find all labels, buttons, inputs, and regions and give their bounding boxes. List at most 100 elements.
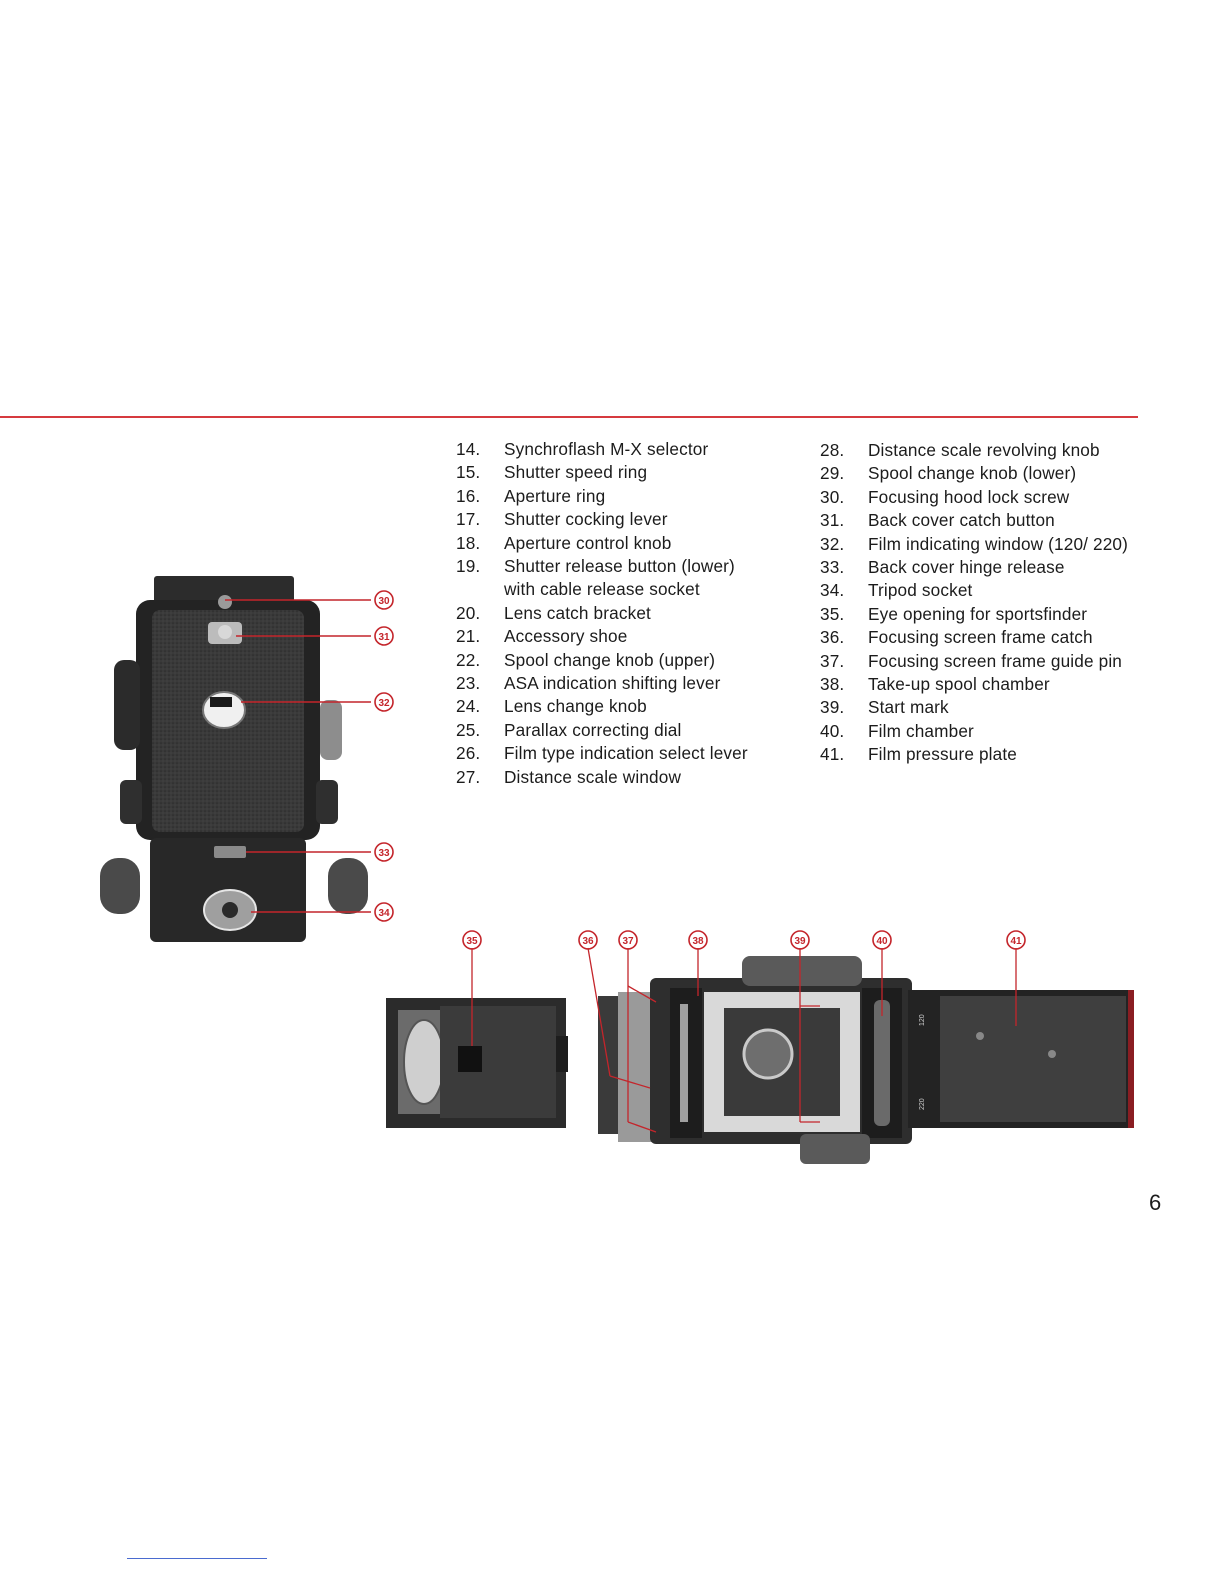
callout-36: 36 [582,936,594,947]
legend-text: Shutter cocking lever [504,509,668,530]
legend-text: Back cover hinge release [868,557,1065,578]
legend-text: Distance scale revolving knob [868,440,1100,460]
legend-item: 35.Eye opening for sportsfinder [820,603,1150,626]
film-pressure-plate [940,996,1126,1122]
legend-item: 30. Focusing hood lock screw [820,486,1150,509]
legend-text: Spool change knob (lower) [868,463,1077,484]
legend-item: 39. Start mark [820,696,1150,719]
camera-back-photo: 30 31 32 33 34 [100,576,394,942]
legend-number: 17. [456,509,481,530]
legend-item: 33. Back cover hinge release [820,556,1150,579]
legend-number: 33. [820,557,845,578]
legend-number: 20. [456,602,481,623]
legend-text: Film chamber [868,720,974,741]
film-mark-220: 220 [919,1098,926,1110]
legend-item: 24. Lens change knob [456,695,806,718]
bottom-underline [127,1558,267,1559]
legend-item: 23.ASA indication shifting lever [456,672,806,695]
legend-text: Shutter speed ring [504,462,648,483]
callout-41: 41 [1010,936,1022,947]
legend-text: Aperture control knob [504,532,672,553]
legend-text: Distance scale window [504,766,682,787]
camera-open-photo: 120 220 35 36 37 38 39 40 41 [386,930,1134,1164]
legend-item: 27. Distance scale window [456,766,806,789]
legend-item: 20.Lens catch bracket [456,602,806,625]
legend-text: Film indicating window (120/ 220) [868,533,1129,554]
legend-item: 26.Film type indication select lever [456,742,806,765]
legend-item: 31. Back cover catch button [820,509,1150,532]
legend-text: Focusing screen frame catch [868,627,1093,648]
legend-number: 32. [820,533,845,554]
legend-text: Back cover catch button [868,510,1055,531]
legend-item: 37.Focusing screen frame guide pin [820,650,1150,673]
callout-leaders [471,947,1017,1133]
parts-legend-left: 14. Synchroflash M-X selector 15. Shutter … [456,438,806,789]
legend-number: 19. [456,556,481,577]
legend-number: 26. [456,743,481,764]
spool-knob-left [100,858,140,914]
legend-item: 15. Shutter speed ring [456,461,806,484]
back-cover-hinge-release [214,846,246,858]
parts-legend-right: 28. Distance scale revolving knob 29.Spoo… [820,439,1150,767]
legend-number: 41. [820,744,845,765]
legend-number: 36. [820,627,845,648]
legend-item: 40. Film chamber [820,720,1150,743]
legend-item: 34. Tripod socket [820,579,1150,602]
legend-item: 28. Distance scale revolving knob [820,439,1150,462]
legend-number: 38. [820,674,845,695]
focusing-hood-lock-screw [218,595,232,609]
legend-number: 34. [820,580,845,601]
legend-text: Shutter release button (lower) [504,556,735,577]
legend-text: Aperture ring [504,485,606,506]
sportsfinder-eye-opening [458,1046,482,1072]
legend-item: 14. Synchroflash M-X selector [456,438,806,461]
legend-number: 22. [456,649,481,670]
callout-38: 38 [692,936,704,947]
legend-item: 41.Film pressure plate [820,743,1150,766]
legend-number: 28. [820,440,845,460]
legend-text: Spool change knob (upper) [504,649,716,670]
callout-badges: 35 36 37 38 39 40 41 [462,930,1026,950]
legend-number: 37. [820,650,845,671]
callout-37: 37 [622,936,634,947]
callout-31: 31 [378,632,390,643]
legend-text: Start mark [868,697,949,718]
legend-number: 31. [820,510,845,531]
legend-item: 25.Parallax correcting dial [456,719,806,742]
legend-item: 18. Aperture control knob [456,532,806,555]
legend-number: 15. [456,462,481,483]
legend-number: 18. [456,532,481,553]
legend-item: 29.Spool change knob (lower) [820,462,1150,485]
legend-text: Tripod socket [868,580,973,601]
legend-item: 36. Focusing screen frame catch [820,626,1150,649]
legend-number: 21. [456,626,481,647]
callout-33: 33 [378,848,390,859]
callout-leaders [225,599,371,913]
film-mark-120: 120 [919,1014,926,1026]
legend-number: 39. [820,697,845,718]
callout-32: 32 [378,698,390,709]
legend-number: 35. [820,603,845,624]
legend-number: 25. [456,719,481,740]
legend-text: Lens change knob [504,696,647,717]
header-rule [0,416,1138,418]
callout-35: 35 [466,936,478,947]
callout-30: 30 [378,596,390,607]
legend-number: 16. [456,485,481,506]
legend-text-continued: with cable release socket [504,579,700,600]
legend-text: Focusing hood lock screw [868,486,1070,507]
legend-number: 27. [456,766,481,787]
legend-number: 14. [456,439,481,459]
legend-text: Accessory shoe [504,626,628,647]
legend-number: 24. [456,696,481,717]
legend-item: 19. Shutter release button (lower)with ca… [456,555,806,602]
page-number: 6 [1149,1190,1162,1215]
callout-39: 39 [794,936,806,947]
legend-number: 40. [820,720,845,741]
callout-34: 34 [378,908,390,919]
legend-item: 16. Aperture ring [456,485,806,508]
legend-item: 32. Film indicating window (120/ 220) [820,533,1150,556]
legend-text: Synchroflash M-X selector [504,439,709,459]
callout-badges: 30 31 32 33 34 [374,590,394,922]
legend-number: 30. [820,486,845,507]
